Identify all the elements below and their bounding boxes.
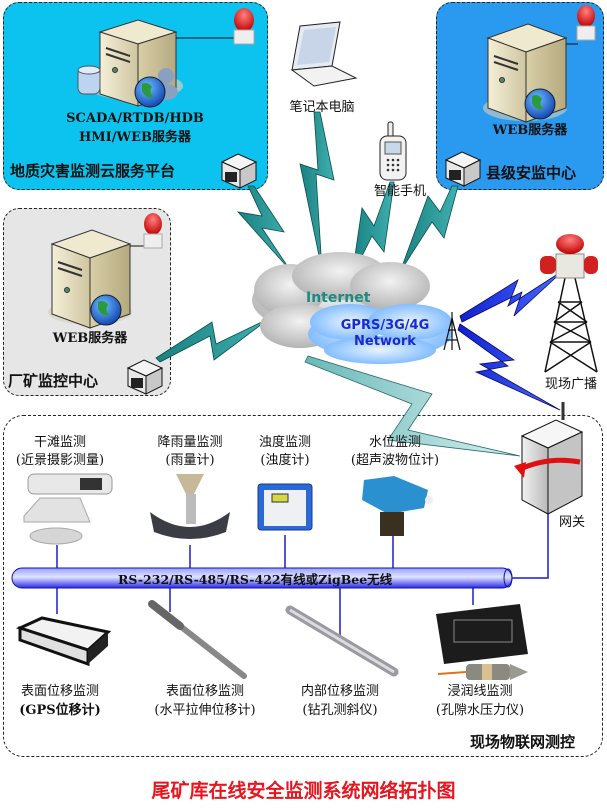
gps-receiver-icon [15,616,112,667]
mobile-network-label-line2: Network [354,334,416,349]
smartphone-label: 智能手机 [373,184,426,199]
piezometer-icon [436,604,528,680]
wireless-link-laptop [299,111,335,271]
cell-tower-icon [443,312,461,351]
sensor-top-3-detail: (浊度计) [260,453,310,468]
internet-label: Internet [306,290,371,306]
county-center-title: 县级安监中心 [486,164,577,182]
sensor-top-1-detail: (近景摄影测量) [15,453,105,468]
sensor-top-2-name: 降雨量监测 [157,435,223,450]
field-bus-label: RS-232/RS-485/RS-422有线或ZigBee无线 [118,572,393,587]
sensor-bottom-4-name: 浸润线监测 [447,684,513,699]
server-icon-cloud-platform [77,19,183,108]
sensor-bottom-1-name: 表面位移监测 [20,684,99,699]
mobile-network-label-line1: GPRS/3G/4G [340,318,430,333]
wireless-link-factory-center [155,317,271,363]
gateway-label: 网关 [558,515,585,530]
sensor-bottom-3-name: 内部位移监测 [300,684,379,699]
broadcast-label: 现场广播 [544,377,597,392]
router-icon-cloud-platform [220,153,258,189]
camera-icon [23,473,113,545]
wireless-link-gateway [304,355,521,457]
turbidity-meter-icon [257,483,313,531]
inclinometer-icon [285,605,399,677]
alarm-siren-icon-cloud-platform [176,8,255,45]
factory-server-label: WEB服务器 [52,331,128,346]
alarm-siren-icon-factory-center [130,213,163,249]
gateway-icon [514,402,584,515]
laptop-label: 笔记本电脑 [289,100,355,115]
sensor-bottom-2-detail: (水平拉伸位移计) [154,703,256,718]
mobile-network-cloud [308,304,452,364]
ultrasonic-level-meter-icon [362,476,433,536]
sensor-bottom-2-name: 表面位移监测 [165,684,244,699]
sensor-bottom-3-detail: (钻孔测斜仪) [302,703,378,718]
sensor-top-3-name: 浊度监测 [258,435,311,450]
wireless-link-cloud-platform [236,185,291,271]
router-icon-county-center [444,151,482,187]
cloud-server-label-line2: HMI/WEB服务器 [79,130,191,145]
sensor-top-4-name: 水位监测 [368,435,421,450]
sensor-top-4-detail: (超声波物位计) [350,453,440,468]
rain-gauge-icon [150,474,230,539]
wireless-link-field-antenna [457,323,561,411]
router-icon-factory-center [126,359,164,395]
extensometer-icon [148,600,247,679]
field-bus [11,567,513,589]
alarm-siren-icon-county-center [566,5,596,45]
field-iot-title: 现场物联网测控 [470,733,576,751]
factory-center-title: 厂矿监控中心 [8,372,99,390]
server-icon-county-center [483,23,568,123]
sensor-bottom-4-detail: (孔隙水压力仪) [435,703,525,718]
bus-connectors [56,514,549,635]
cloud-platform-title: 地质灾害监测云服务平台 [10,162,176,180]
sensor-top-1-name: 干滩监测 [33,435,86,450]
wireless-link-broadcast [459,269,565,323]
diagram-title: 尾矿库在线安全监测系统网络拓扑图 [151,780,456,802]
server-icon-factory-center [48,229,132,329]
smartphone-icon [379,121,407,181]
wireless-link-county-center [399,185,459,273]
sensor-bottom-1-detail: (GPS位移计) [19,703,101,718]
county-server-label: WEB服务器 [492,123,568,138]
cloud-server-label-line1: SCADA/RTDB/HDB [66,111,204,126]
laptop-icon [290,21,358,87]
broadcast-tower-icon [540,234,598,373]
sensor-top-2-detail: (雨量计) [165,453,215,468]
